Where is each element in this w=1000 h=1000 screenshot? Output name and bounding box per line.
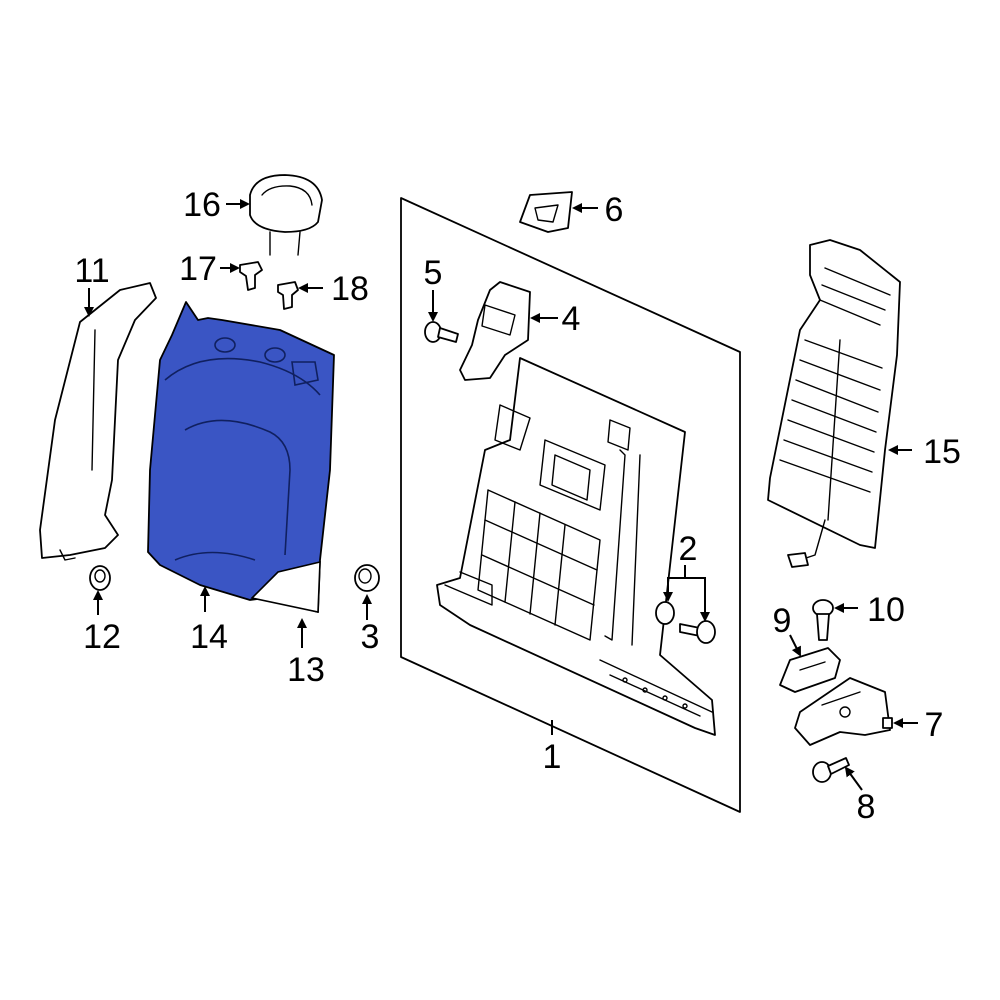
callout-15: 15: [923, 433, 961, 471]
callout-13: 13: [287, 651, 325, 689]
bracket-9[interactable]: [779, 647, 841, 693]
bolt-8[interactable]: [812, 757, 850, 783]
callout-labels: 1 2 3 4 5 6 7 8 9 10 11 12 13 14 15 16 1…: [74, 186, 961, 826]
callout-11: 11: [74, 252, 109, 290]
callout-7: 7: [925, 706, 944, 744]
callout-16: 16: [183, 186, 221, 224]
hinge-bracket-7[interactable]: [794, 677, 893, 746]
bolt-2a[interactable]: [655, 601, 675, 625]
callout-5: 5: [424, 254, 443, 292]
clip-6[interactable]: [519, 191, 573, 233]
callout-18: 18: [331, 270, 369, 308]
headrest[interactable]: [249, 174, 323, 256]
callout-9: 9: [773, 602, 792, 640]
leader-8: [844, 766, 863, 791]
grommet-3[interactable]: [354, 564, 380, 592]
side-bolster-trim[interactable]: [39, 282, 157, 561]
seat-back-cushion-highlighted[interactable]: [147, 301, 335, 613]
headrest-guide-18[interactable]: [277, 281, 299, 310]
grommet-12[interactable]: [89, 565, 111, 591]
callout-10: 10: [867, 591, 905, 629]
leader-lines: [84, 199, 918, 791]
heater-mat-15[interactable]: [767, 239, 901, 568]
leader-9: [789, 634, 801, 657]
callout-17: 17: [179, 250, 217, 288]
callout-6: 6: [605, 191, 624, 229]
callout-3: 3: [361, 618, 380, 656]
latch-bracket-4[interactable]: [459, 281, 531, 381]
callout-4: 4: [562, 300, 581, 338]
callout-8: 8: [857, 788, 876, 826]
callout-14: 14: [190, 618, 228, 656]
bolt-10[interactable]: [812, 599, 834, 641]
callout-2: 2: [679, 530, 698, 568]
seat-back-frame-panel[interactable]: [400, 197, 741, 813]
headrest-guide-17[interactable]: [239, 261, 263, 291]
callout-1: 1: [543, 738, 562, 776]
callout-12: 12: [83, 618, 121, 656]
leader-2: [663, 565, 686, 602]
bolt-5[interactable]: [424, 321, 459, 343]
